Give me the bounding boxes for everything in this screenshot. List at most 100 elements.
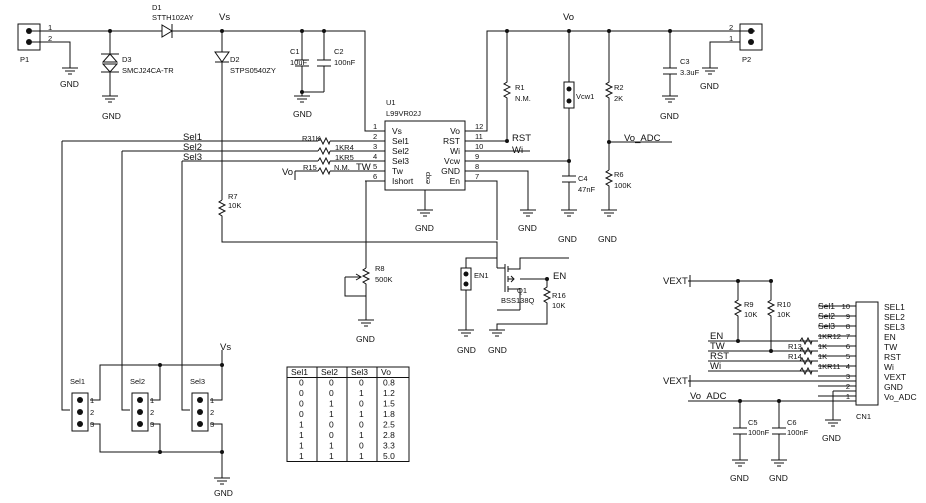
d1-ref: D1 (152, 3, 162, 12)
p1-pin1: 1 (48, 23, 52, 32)
svg-text:R6: R6 (614, 170, 624, 179)
net-tw-cn: TW (710, 341, 725, 352)
svg-text:GND: GND (457, 345, 476, 355)
diode-d2: D2 STPS0540ZY (214, 31, 276, 200)
jumper-pin: 3 (90, 420, 94, 429)
gnd-c3: GND (660, 95, 679, 121)
cn1-pin-name: Vo_ADC (884, 392, 917, 402)
svg-text:2K: 2K (614, 94, 623, 103)
vo-rail (465, 30, 755, 132)
gnd-en1: GND (457, 329, 476, 355)
svg-text:R1: R1 (515, 83, 525, 92)
svg-text:100nF: 100nF (787, 428, 809, 437)
cn1-pin-num: 3 (846, 372, 850, 381)
svg-text:GND: GND (488, 345, 507, 355)
net-vo-adc: Vo_ADC (624, 133, 661, 144)
truth-table-cell: 1.8 (383, 409, 395, 419)
gnd-pin8: GND (518, 209, 537, 233)
gnd-c6: GND (769, 459, 788, 483)
jumper-label: Sel1 (70, 377, 85, 386)
svg-text:GND: GND (214, 488, 233, 498)
gnd-c1c2: GND (293, 92, 312, 119)
truth-table-header: Sel2 (321, 367, 338, 377)
svg-text:1K: 1K (818, 352, 827, 361)
net-vext: VEXT (663, 376, 688, 387)
truth-table-cell: 0 (299, 409, 304, 419)
truth-table-cell: 0 (329, 430, 334, 440)
net-vo-adc-cn: Vo_ADC (690, 391, 727, 402)
svg-text:GND: GND (293, 109, 312, 119)
jumper-label: Sel2 (130, 377, 145, 386)
svg-text:Q1: Q1 (517, 286, 527, 295)
svg-text:100nF: 100nF (334, 58, 356, 67)
svg-text:R8: R8 (375, 264, 385, 273)
cn1-pin-num: 9 (846, 312, 850, 321)
gnd-d3: GND (102, 95, 121, 121)
cn1-net-label: Sel2 (818, 311, 835, 321)
svg-text:R7: R7 (228, 192, 238, 201)
svg-text:EN1: EN1 (474, 271, 489, 280)
u1-pin-num-10: 10 (475, 142, 483, 151)
cn1-pin-name: VEXT (884, 372, 906, 382)
diode-d3: D3 SMCJ24CA-TR (101, 31, 174, 96)
net-vs-sel: Vs (220, 342, 231, 353)
svg-text:GND: GND (660, 111, 679, 121)
resistor-r15 (317, 166, 331, 176)
truth-table-cell: 2.5 (383, 420, 395, 430)
connector-p1: P1 1 2 (17, 23, 52, 64)
d2-value: STPS0540ZY (230, 66, 276, 75)
net-vo: Vo (563, 12, 574, 23)
resistor-r7: R7 10K (217, 192, 498, 268)
svg-text:GND: GND (769, 473, 788, 483)
u1-pin-num-2: 2 (373, 132, 377, 141)
resistor-r4 (317, 146, 331, 156)
u1-pin-num-4: 4 (373, 152, 377, 161)
u1-pin-name-1: Vs (392, 126, 402, 136)
svg-text:100K: 100K (614, 181, 632, 190)
truth-table-cell: 0 (359, 441, 364, 451)
svg-text:N.M.: N.M. (515, 94, 531, 103)
jumper-vcw1: Vcw1 (563, 31, 594, 176)
truth-table-header: Vo (381, 367, 391, 377)
resistor-r8: R8 500K (344, 264, 393, 320)
connector-p2: P2 2 1 (729, 23, 763, 64)
cn1-pin-name: SEL3 (884, 322, 905, 332)
resistor-r31 (317, 136, 331, 146)
svg-text:100nF: 100nF (748, 428, 770, 437)
resistor-r2: R2 2K (604, 31, 624, 170)
truth-table-cell: 0 (329, 378, 334, 388)
truth-table-cell: 0 (359, 378, 364, 388)
net-en-cn: EN (710, 331, 723, 342)
u1-exp: exp (423, 172, 432, 184)
jumper-pin: 1 (210, 396, 214, 405)
svg-text:3.3uF: 3.3uF (680, 68, 700, 77)
u1-pin-name-8: GND (441, 166, 460, 176)
jumper-pin: 2 (210, 408, 214, 417)
d3-value: SMCJ24CA-TR (122, 66, 174, 75)
truth-table-cell: 3.3 (383, 441, 395, 451)
cn1-pin-name: RST (884, 352, 901, 362)
net-sel2: Sel2 (183, 142, 202, 153)
svg-text:GND: GND (356, 334, 375, 344)
gnd-cn1: GND (822, 419, 841, 443)
svg-text:GND: GND (730, 473, 749, 483)
svg-text:GND: GND (558, 234, 577, 244)
jumper-pin: 1 (150, 396, 154, 405)
u1-value: L99VR02J (386, 109, 421, 118)
jumper-en1: EN1 (460, 267, 489, 330)
d3-ref: D3 (122, 55, 132, 64)
jumper-pin: 3 (210, 420, 214, 429)
net-wi-cn: Wi (710, 361, 721, 372)
u1-pin-name-11: RST (443, 136, 460, 146)
svg-text:C1: C1 (290, 47, 300, 56)
net-rst-cn: RST (710, 351, 729, 362)
truth-table-cell: 1 (359, 388, 364, 398)
svg-text:10K: 10K (228, 201, 241, 210)
svg-text:C2: C2 (334, 47, 344, 56)
svg-text:47nF: 47nF (578, 185, 596, 194)
d1-value: STTH102AY (152, 13, 194, 22)
